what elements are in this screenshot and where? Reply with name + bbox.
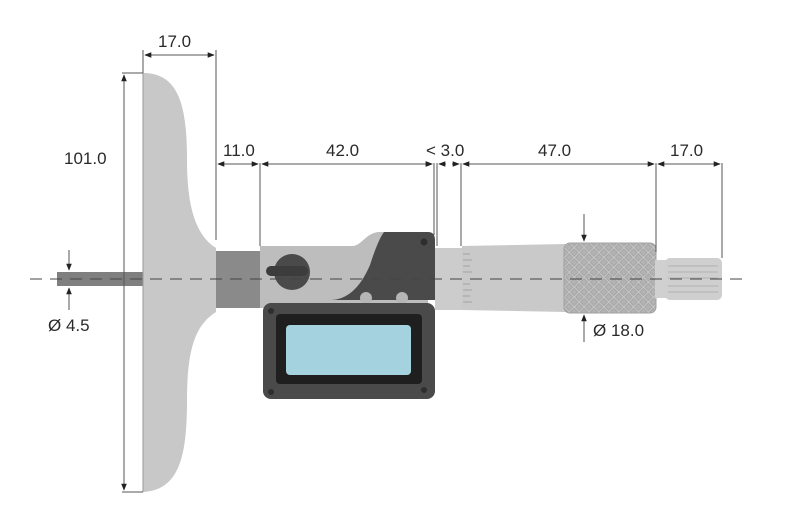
frame-body [260,232,435,308]
dim-neck-length: 11.0 [223,141,255,160]
dim-thimble-length: 47.0 [538,141,572,160]
sleeve [435,244,566,312]
dimension-lines [66,50,723,493]
thimble[interactable] [563,242,657,314]
dim-body-length: 42.0 [326,141,360,160]
button-2[interactable] [396,292,408,304]
dim-rod-diameter: Ø 4.5 [48,316,90,335]
dim-ratchet-length: 17.0 [670,141,704,160]
lcd-screen [286,325,411,375]
dim-base-height: 101.0 [64,149,107,168]
body-screw-icon [420,238,428,246]
dim-thimble-diameter: Ø 18.0 [593,321,645,340]
display-housing [263,303,435,399]
button-1[interactable] [360,292,372,304]
dim-base-width: 17.0 [158,32,192,51]
depth-base [142,73,216,492]
dim-gap: < 3.0 [426,141,465,160]
